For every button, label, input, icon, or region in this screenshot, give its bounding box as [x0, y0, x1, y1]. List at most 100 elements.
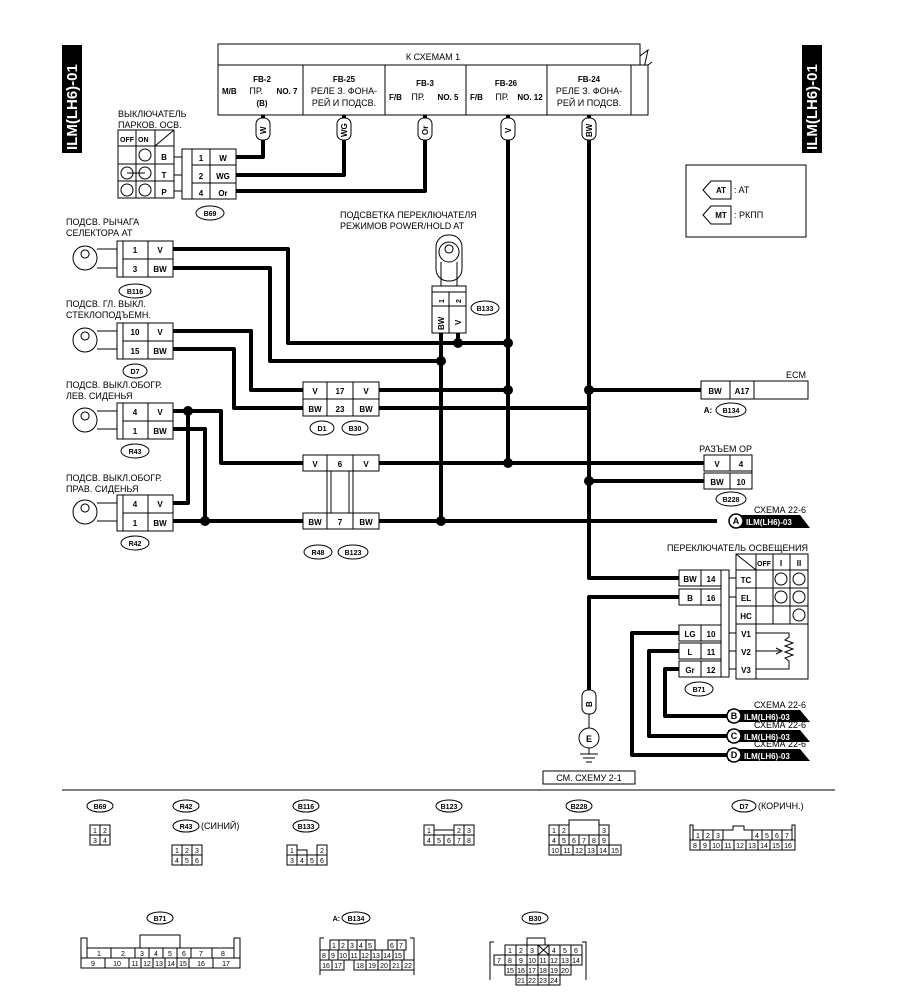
- ecm-connector: ECM BW A17 A: B134: [700, 370, 809, 418]
- svg-text:2: 2: [121, 951, 125, 958]
- svg-text:СХЕМА 22-6: СХЕМА 22-6: [754, 739, 806, 749]
- mt-tag: MT: [715, 211, 727, 220]
- svg-text:ILM(LH6)-03: ILM(LH6)-03: [744, 713, 790, 722]
- ground-point: B E СМ. СХЕМУ 2-1: [542, 689, 636, 785]
- svg-text:EL: EL: [741, 594, 751, 603]
- svg-text:3: 3: [290, 858, 294, 865]
- svg-text:V: V: [363, 387, 369, 396]
- svg-text:V: V: [312, 460, 318, 469]
- svg-text:8: 8: [221, 951, 225, 958]
- svg-text:F/B: F/B: [389, 93, 402, 102]
- parking-switch: ВЫКЛЮЧАТЕЛЬ ПАРКОВ. ОСВ. OFF ON B T P 1 …: [117, 109, 237, 221]
- svg-text:9: 9: [331, 953, 335, 960]
- svg-text:14: 14: [599, 848, 607, 855]
- svg-text:9: 9: [91, 961, 95, 968]
- svg-text:V3: V3: [741, 666, 751, 675]
- power-hold-light: ПОДСВЕТКА ПЕРЕКЛЮЧАТЕЛЯ РЕЖИМОВ POWER/HO…: [340, 210, 500, 334]
- svg-text:V: V: [157, 500, 163, 509]
- svg-text:1: 1: [175, 848, 179, 855]
- svg-text:1: 1: [93, 828, 97, 835]
- svg-text:10: 10: [707, 630, 716, 639]
- svg-text:19: 19: [550, 968, 558, 975]
- svg-text:СХЕМА 22-6: СХЕМА 22-6: [754, 720, 806, 730]
- svg-text:NO. 7: NO. 7: [277, 87, 298, 96]
- svg-text:ПРАВ. СИДЕНЬЯ: ПРАВ. СИДЕНЬЯ: [66, 484, 138, 494]
- svg-text:9: 9: [703, 843, 707, 850]
- svg-text:8: 8: [508, 958, 512, 965]
- svg-text:4: 4: [133, 408, 138, 417]
- svg-text:15: 15: [131, 347, 140, 356]
- svg-text:B134: B134: [348, 916, 365, 923]
- svg-text:4: 4: [427, 838, 431, 845]
- connector-views: B69 1 2 3 4 R42 R43 (СИНИЙ) 1 2 3 4 5 6 …: [80, 799, 804, 986]
- svg-text:13: 13: [561, 958, 569, 965]
- svg-text:13: 13: [155, 961, 163, 968]
- svg-text:1: 1: [133, 519, 138, 528]
- svg-text:12: 12: [707, 666, 716, 675]
- fuse-fb2: FB-2: [253, 75, 271, 84]
- svg-text:4: 4: [739, 460, 744, 469]
- fuse-fb24: FB-24: [578, 75, 601, 84]
- fuse-fb25: FB-25: [333, 75, 356, 84]
- svg-text:1: 1: [508, 948, 512, 955]
- svg-text:15: 15: [179, 961, 187, 968]
- svg-text:5: 5: [765, 833, 769, 840]
- svg-text:A:: A:: [704, 406, 712, 415]
- svg-text:9: 9: [602, 838, 606, 845]
- svg-text:5: 5: [563, 948, 567, 955]
- svg-text:РЕЙ И ПОДСВ.: РЕЙ И ПОДСВ.: [312, 97, 376, 108]
- svg-text:V: V: [157, 246, 163, 255]
- svg-text:1: 1: [427, 828, 431, 835]
- svg-text:11: 11: [563, 848, 570, 855]
- svg-text:ILM(LH6)-01: ILM(LH6)-01: [804, 64, 821, 150]
- svg-text:R43: R43: [180, 824, 193, 831]
- svg-text:2: 2: [456, 299, 463, 303]
- schema-ref-a: СХЕМА 22-6 A ILM(LH6)-03: [728, 505, 810, 529]
- svg-text:4: 4: [103, 838, 107, 845]
- svg-text:D7: D7: [740, 804, 749, 811]
- svg-text:17: 17: [222, 961, 230, 968]
- svg-text:OFF: OFF: [120, 137, 135, 144]
- svg-text:4: 4: [552, 838, 556, 845]
- svg-text:ПР.: ПР.: [495, 92, 508, 102]
- svg-text:B: B: [731, 711, 738, 721]
- svg-text:14: 14: [167, 961, 175, 968]
- svg-text:2: 2: [103, 828, 107, 835]
- svg-text:2: 2: [562, 828, 566, 835]
- svg-text:BW: BW: [683, 575, 697, 584]
- svg-text:: РКПП: : РКПП: [734, 210, 763, 220]
- side-label-right: ILM(LH6)-01: [802, 45, 822, 153]
- svg-text:15: 15: [506, 968, 514, 975]
- svg-text:3: 3: [530, 948, 534, 955]
- svg-text:3: 3: [602, 828, 606, 835]
- selector-light: ПОДСВ. РЫЧАГА СЕЛЕКТОРА AT 1 3 V BW B116: [66, 217, 174, 299]
- op-connector: РАЗЪЕМ OP V 4 BW 10 B228: [699, 444, 753, 507]
- b71-face: 1 2 3 4 5 6 7 8 9 10 11 12 13 14 15 16 1…: [80, 934, 241, 969]
- svg-text:A: A: [733, 516, 740, 526]
- svg-text:3: 3: [716, 833, 720, 840]
- connector-b69: B69: [204, 211, 217, 218]
- side-label-left: ILM(LH6)-01: [62, 45, 82, 153]
- bulb-icon: [72, 499, 117, 525]
- connector-b123: B123: [345, 550, 362, 557]
- svg-text:5: 5: [437, 838, 441, 845]
- svg-text:Or: Or: [421, 126, 430, 135]
- svg-text:LG: LG: [684, 630, 695, 639]
- svg-text:16: 16: [517, 968, 525, 975]
- svg-text:10: 10: [339, 953, 347, 960]
- svg-text:7: 7: [199, 951, 203, 958]
- svg-text:B228: B228: [571, 804, 588, 811]
- svg-text:Or: Or: [218, 189, 227, 198]
- schema-ref-d: СХЕМА 22-6 D ILM(LH6)-03: [726, 739, 810, 763]
- svg-text:8: 8: [693, 843, 697, 850]
- junctions: [183, 338, 594, 526]
- svg-text:19: 19: [368, 963, 376, 970]
- b123-face: 1 2 3 4 5 6 7 8: [423, 824, 475, 846]
- svg-text:12: 12: [575, 848, 583, 855]
- svg-text:6: 6: [390, 943, 394, 950]
- svg-text:1: 1: [332, 943, 336, 950]
- seat-left-light: ПОДСВ. ВЫКЛ.ОБОГР. ЛЕВ. СИДЕНЬЯ 4 1 V BW…: [66, 380, 174, 459]
- bulb-icon: [72, 407, 117, 433]
- svg-text:(B): (B): [256, 99, 267, 108]
- svg-text:ПОДСВЕТКА ПЕРЕКЛЮЧАТЕЛЯ: ПОДСВЕТКА ПЕРЕКЛЮЧАТЕЛЯ: [340, 210, 477, 220]
